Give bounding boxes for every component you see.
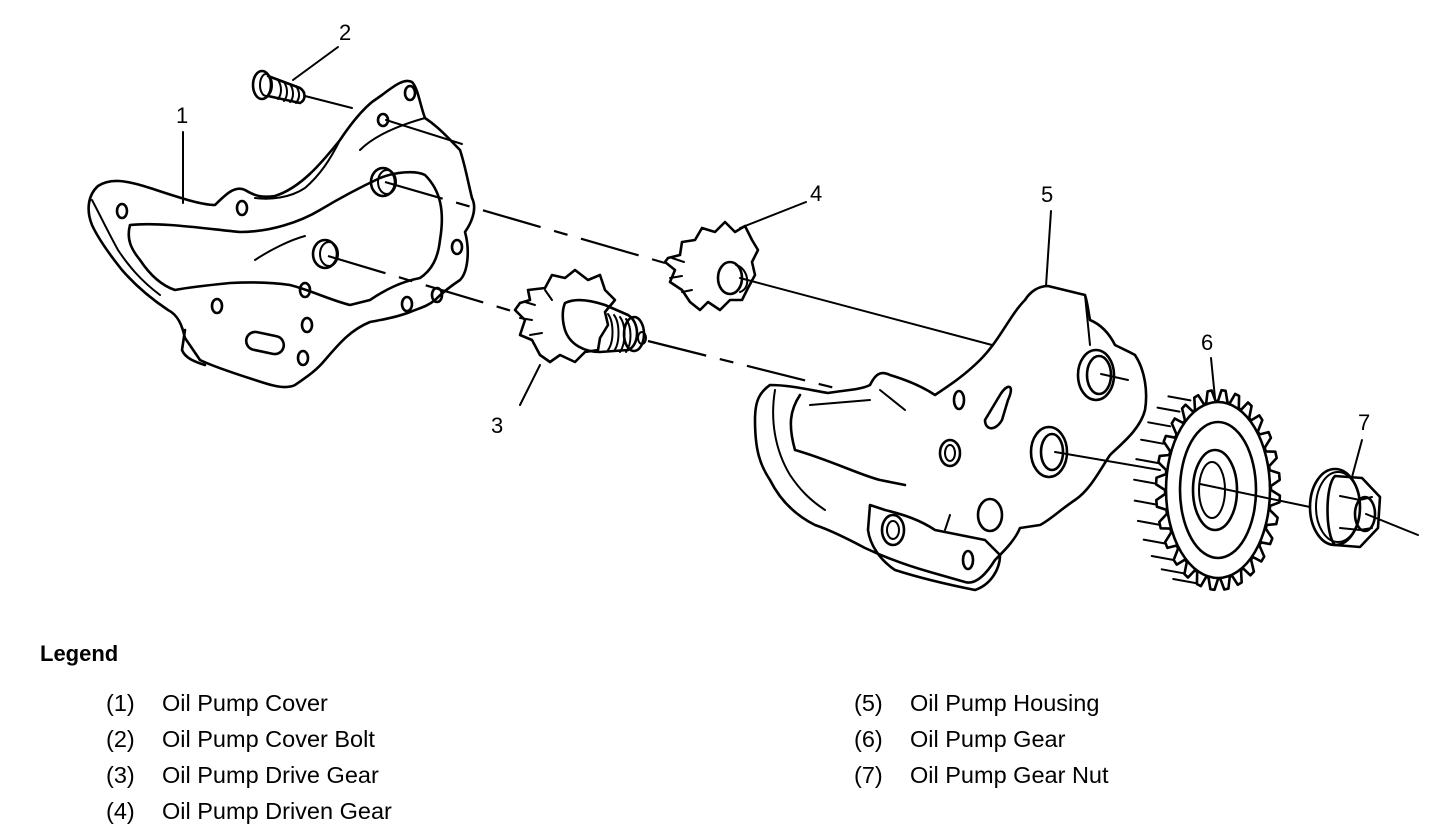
callout-1: 1 [176,103,188,128]
oil-pump-cover [87,79,476,389]
gear-tooth-face [1147,421,1172,428]
legend-item: (5) Oil Pump Housing [854,690,1109,726]
oil-pump-gear [1133,388,1282,592]
legend-item-label: Oil Pump Housing [910,690,1100,716]
assembly-axis-lines [304,95,1419,536]
axis-line-gear [1199,483,1311,508]
gear-tooth-face [1133,478,1158,485]
callout-4: 4 [810,181,822,206]
legend-item: (3) Oil Pump Drive Gear [106,762,392,798]
leader-line-2 [292,46,339,81]
axis-line-housing-lower [1054,451,1161,471]
gear-tooth-face [1172,578,1197,584]
legend-item-number: (6) [854,726,883,752]
oil-pump-cover-bolt [251,69,306,105]
callout-5: 5 [1041,182,1053,207]
legend-item-number: (3) [106,762,135,788]
gear-tooth-face [1167,395,1192,402]
oil-pump-driven-gear [663,220,760,312]
leader-line-5 [1045,210,1052,287]
gear-tooth-face [1133,499,1158,506]
leader-line-3 [519,364,541,406]
gear-tooth-face [1160,568,1185,575]
legend-item-label: Oil Pump Gear [910,726,1066,752]
legend-item-number: (1) [106,690,135,716]
callout-2: 2 [339,20,351,45]
axis-line-bolt-hole [385,119,463,145]
legend-column-left: (1) Oil Pump Cover (2) Oil Pump Cover Bo… [106,690,392,834]
axis-line-driven-gear-in [384,180,666,265]
legend-item: (4) Oil Pump Driven Gear [106,798,392,834]
legend-title: Legend [40,641,119,666]
legend-item-number: (4) [106,798,135,824]
legend-item-label: Oil Pump Cover [162,690,328,716]
oil-pump-housing [753,284,1148,592]
callout-3: 3 [491,413,503,438]
legend-item-number: (2) [106,726,135,752]
axis-line-bolt [304,95,353,109]
gear-tooth-face [1150,555,1175,561]
exploded-view-diagram: 1 2 3 4 5 6 7 [87,20,1419,592]
callout-6: 6 [1201,330,1213,355]
axis-line-drive-gear-in [327,254,516,314]
legend-item: (7) Oil Pump Gear Nut [854,762,1109,798]
gear-tooth-face [1140,438,1165,445]
legend-item: (1) Oil Pump Cover [106,690,392,726]
leader-line-4 [739,201,807,229]
legend-item-label: Oil Pump Cover Bolt [162,726,375,752]
axis-line-nut [1365,513,1419,536]
legend-column-right: (5) Oil Pump Housing (6) Oil Pump Gear (… [854,690,1109,798]
leader-line-7 [1351,439,1363,478]
legend-item-label: Oil Pump Gear Nut [910,762,1109,788]
gear-tooth-face [1136,519,1161,526]
gear-tooth-face [1135,458,1160,465]
callouts: 1 2 3 4 5 6 7 [176,20,1370,478]
legend-item: (2) Oil Pump Cover Bolt [106,726,392,762]
gear-tooth-face [1156,406,1181,413]
axis-line-drive-gear-out [647,339,836,390]
legend-item-number: (5) [854,690,883,716]
leader-line-6 [1210,357,1216,399]
oil-pump-gear-nut [1308,467,1382,549]
axis-line-driven-gear-out [739,277,993,346]
gear-tooth-face [1142,538,1167,545]
legend-item: (6) Oil Pump Gear [854,726,1109,762]
oil-pump-drive-gear [513,268,647,364]
callout-7: 7 [1358,410,1370,435]
legend-item-label: Oil Pump Driven Gear [162,798,392,824]
axis-line-housing-upper [1100,373,1129,381]
legend-item-label: Oil Pump Drive Gear [162,762,379,788]
legend-item-number: (7) [854,762,883,788]
